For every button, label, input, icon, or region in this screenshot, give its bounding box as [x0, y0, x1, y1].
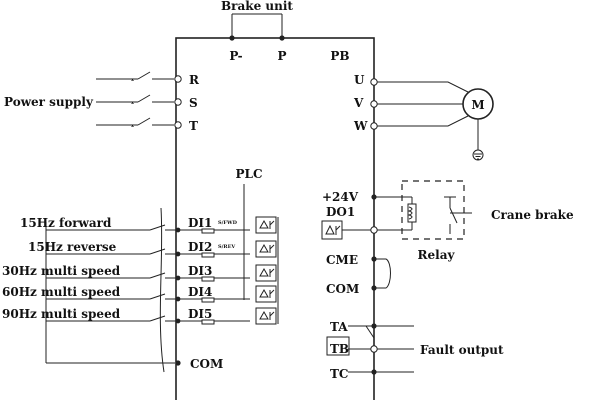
- cme-com-jumper: [374, 258, 391, 289]
- terminal-com-right: COM: [326, 282, 359, 296]
- output-node-w: [370, 122, 378, 130]
- brake-unit-title: Brake unit: [221, 0, 293, 13]
- terminal-tc: TC: [330, 367, 348, 381]
- fault-relay-icon: [326, 325, 375, 373]
- terminal-v: V: [353, 96, 364, 110]
- digital-input-row-1: 15Hz forward DI1 S/FWD: [20, 216, 277, 234]
- terminal-p: P: [277, 49, 286, 63]
- terminal-cme: CME: [326, 253, 358, 267]
- digital-input-row-5: 90Hz multi speed DI5: [2, 307, 277, 325]
- digital-input-row-3: 30Hz multi speed DI3: [2, 264, 277, 282]
- node-do1: [370, 226, 378, 234]
- di1-terminal: DI1: [188, 216, 212, 230]
- optocoupler-icon-5: [255, 307, 277, 325]
- relay-dashed-box: [401, 180, 465, 240]
- crane-brake-label: Crane brake: [491, 208, 574, 222]
- motor-wire-u: [377, 81, 469, 93]
- digital-input-row-4: 60Hz multi speed DI4: [2, 285, 277, 303]
- brake-node-p: [279, 35, 285, 41]
- terminal-ta: TA: [330, 320, 348, 334]
- terminal-t: T: [189, 119, 198, 133]
- node-tb: [370, 345, 378, 353]
- di3-function: 30Hz multi speed: [2, 264, 121, 278]
- svg-text:x: x: [131, 77, 135, 83]
- plc-module-rev: S/REV: [218, 244, 235, 250]
- optocoupler-icon-4: [255, 285, 277, 303]
- power-line-t: x: [96, 117, 182, 129]
- optocoupler-icon-3: [255, 264, 277, 282]
- relay-label: Relay: [418, 248, 456, 262]
- optocoupler-icon-2: [255, 240, 277, 258]
- terminal-do1: DO1: [326, 205, 355, 219]
- di5-function: 90Hz multi speed: [2, 307, 121, 321]
- inverter-box: [175, 37, 375, 400]
- terminal-p-minus: P-: [229, 49, 242, 63]
- digital-input-row-2: 15Hz reverse DI2 S/REV: [28, 240, 277, 258]
- terminal-u: U: [354, 73, 365, 87]
- di1-function: 15Hz forward: [20, 216, 112, 230]
- terminal-r: R: [189, 73, 200, 87]
- terminal-tb: TB: [330, 342, 349, 356]
- terminal-pb: PB: [330, 49, 349, 63]
- output-node-v: [370, 100, 378, 108]
- svg-text:x: x: [131, 123, 135, 129]
- terminal-s: S: [189, 96, 198, 110]
- di5-terminal: DI5: [188, 307, 212, 321]
- di4-terminal: DI4: [188, 285, 212, 299]
- di3-terminal: DI3: [188, 264, 212, 278]
- left-com-node: [175, 360, 181, 366]
- motor-wire-w: [377, 115, 469, 127]
- di4-function: 60Hz multi speed: [2, 285, 121, 299]
- optocoupler-icon-1: [255, 216, 277, 234]
- brake-node-pminus: [229, 35, 235, 41]
- left-com-terminal: COM: [190, 357, 223, 371]
- output-node-u: [370, 78, 378, 86]
- motor-symbol: M: [471, 98, 484, 112]
- left-bracket: [159, 207, 165, 373]
- terminal-24v: +24V: [322, 190, 359, 204]
- power-line-r: x: [96, 71, 182, 83]
- terminal-w: W: [353, 119, 368, 133]
- di2-terminal: DI2: [188, 240, 212, 254]
- power-line-s: x: [96, 94, 182, 106]
- do1-optocoupler-icon: [321, 220, 343, 240]
- plc-label: PLC: [235, 167, 262, 181]
- power-supply-label: Power supply: [4, 95, 94, 109]
- plc-module-fwd: S/FWD: [218, 220, 238, 226]
- relay-coil-icon: [407, 197, 417, 230]
- svg-text:x: x: [131, 100, 135, 106]
- relay-contact-icon: [444, 196, 472, 234]
- ground-icon: [472, 149, 484, 161]
- fault-output-label: Fault output: [420, 343, 504, 357]
- di2-function: 15Hz reverse: [28, 240, 117, 254]
